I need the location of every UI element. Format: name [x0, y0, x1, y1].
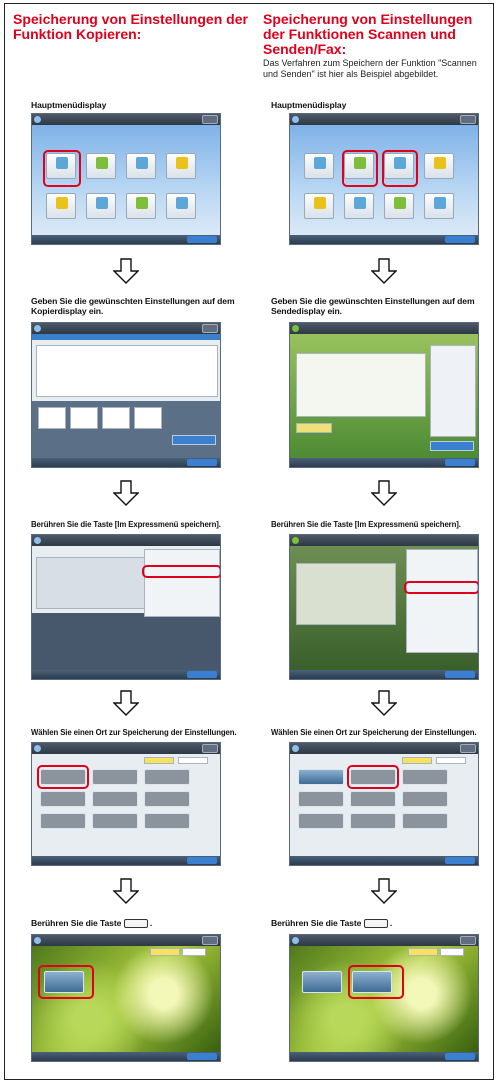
gear-icon	[460, 115, 476, 124]
jobs-tile[interactable]	[166, 193, 196, 219]
jobs-tile[interactable]	[424, 193, 454, 219]
stored-files-tile[interactable]	[46, 193, 76, 219]
highlight-save-express	[404, 581, 478, 594]
down-arrow-icon	[113, 258, 139, 284]
express-menu-screen-right	[289, 934, 479, 1062]
highlight-quick-key	[348, 965, 404, 999]
stored-files-tile[interactable]	[304, 193, 334, 219]
secure-print-tile[interactable]	[126, 193, 156, 219]
home-icon	[34, 116, 41, 123]
step-2-label-right: Geben Sie die gewünschten Einstellungen …	[271, 296, 475, 316]
main-menu-screen-right	[289, 113, 479, 245]
options-menu	[144, 549, 220, 617]
copy-tile[interactable]	[46, 153, 76, 179]
highlight-copy	[43, 150, 81, 187]
scan-send-tile[interactable]	[384, 153, 414, 179]
highlight-quick-key	[38, 965, 94, 999]
step-2-label-left: Geben Sie die gewünschten Einstellungen …	[31, 296, 235, 316]
fax-rx-tile[interactable]	[86, 193, 116, 219]
scan-store-tile[interactable]	[424, 153, 454, 179]
column-copy: Speicherung von Einstellungen der Funkti…	[13, 4, 248, 42]
express-slots-screen-right	[289, 742, 479, 866]
quick-key-button[interactable]	[44, 971, 84, 993]
home-icon	[292, 116, 299, 123]
step-5-label-left: Berühren Sie die Taste .	[31, 918, 153, 929]
step-1-label-right: Hauptmenüdisplay	[271, 100, 347, 110]
step-5-label-right: Berühren Sie die Taste .	[271, 918, 393, 929]
down-arrow-icon	[371, 480, 397, 506]
step-3-label-left: Berühren Sie die Taste [Im Expressmenü s…	[31, 520, 221, 529]
highlight-slot-1	[37, 765, 89, 789]
down-arrow-icon	[113, 480, 139, 506]
main-menu-screen-left	[31, 113, 221, 245]
express-menu-screen-left	[31, 934, 221, 1062]
down-arrow-icon	[371, 878, 397, 904]
options-menu	[406, 549, 478, 653]
fax-tile[interactable]	[86, 153, 116, 179]
copy-options-screen	[31, 534, 221, 680]
scan-send-screen	[289, 322, 479, 468]
fax-tile[interactable]	[344, 153, 374, 179]
quick-key-button[interactable]	[352, 971, 392, 993]
step-3-label-right: Berühren Sie die Taste [Im Expressmenü s…	[271, 520, 461, 529]
scan-store-tile[interactable]	[166, 153, 196, 179]
gear-icon	[202, 115, 218, 124]
quick-key-icon	[123, 919, 148, 929]
fax-rx-tile[interactable]	[344, 193, 374, 219]
down-arrow-icon	[113, 690, 139, 716]
copy-screen	[31, 322, 221, 468]
down-arrow-icon	[113, 878, 139, 904]
copy-tile[interactable]	[304, 153, 334, 179]
quick-key-button[interactable]	[302, 971, 342, 993]
highlight-slot-2	[347, 765, 399, 789]
page-frame: Speicherung von Einstellungen der Funkti…	[4, 3, 494, 1080]
scan-send-subtitle: Das Verfahren zum Speichern der Funktion…	[263, 58, 477, 79]
step-4-label-right: Wählen Sie einen Ort zur Speicherung der…	[271, 728, 477, 737]
express-slots-screen-left	[31, 742, 221, 866]
secure-print-tile[interactable]	[384, 193, 414, 219]
scan-send-section-title: Speicherung von Einstellungen der Funkti…	[263, 11, 473, 57]
highlight-scan-send	[382, 150, 418, 187]
down-arrow-icon	[371, 690, 397, 716]
down-arrow-icon	[371, 258, 397, 284]
highlight-fax	[342, 150, 378, 187]
highlight-save-express	[142, 565, 220, 578]
column-scan-send: Speicherung von Einstellungen der Funkti…	[263, 4, 498, 80]
step-4-label-left: Wählen Sie einen Ort zur Speicherung der…	[31, 728, 237, 737]
step-1-label-left: Hauptmenüdisplay	[31, 100, 107, 110]
send-options-screen	[289, 534, 479, 680]
quick-key-icon	[363, 919, 388, 929]
scan-send-tile[interactable]	[126, 153, 156, 179]
copy-section-title: Speicherung von Einstellungen der Funkti…	[13, 11, 248, 42]
